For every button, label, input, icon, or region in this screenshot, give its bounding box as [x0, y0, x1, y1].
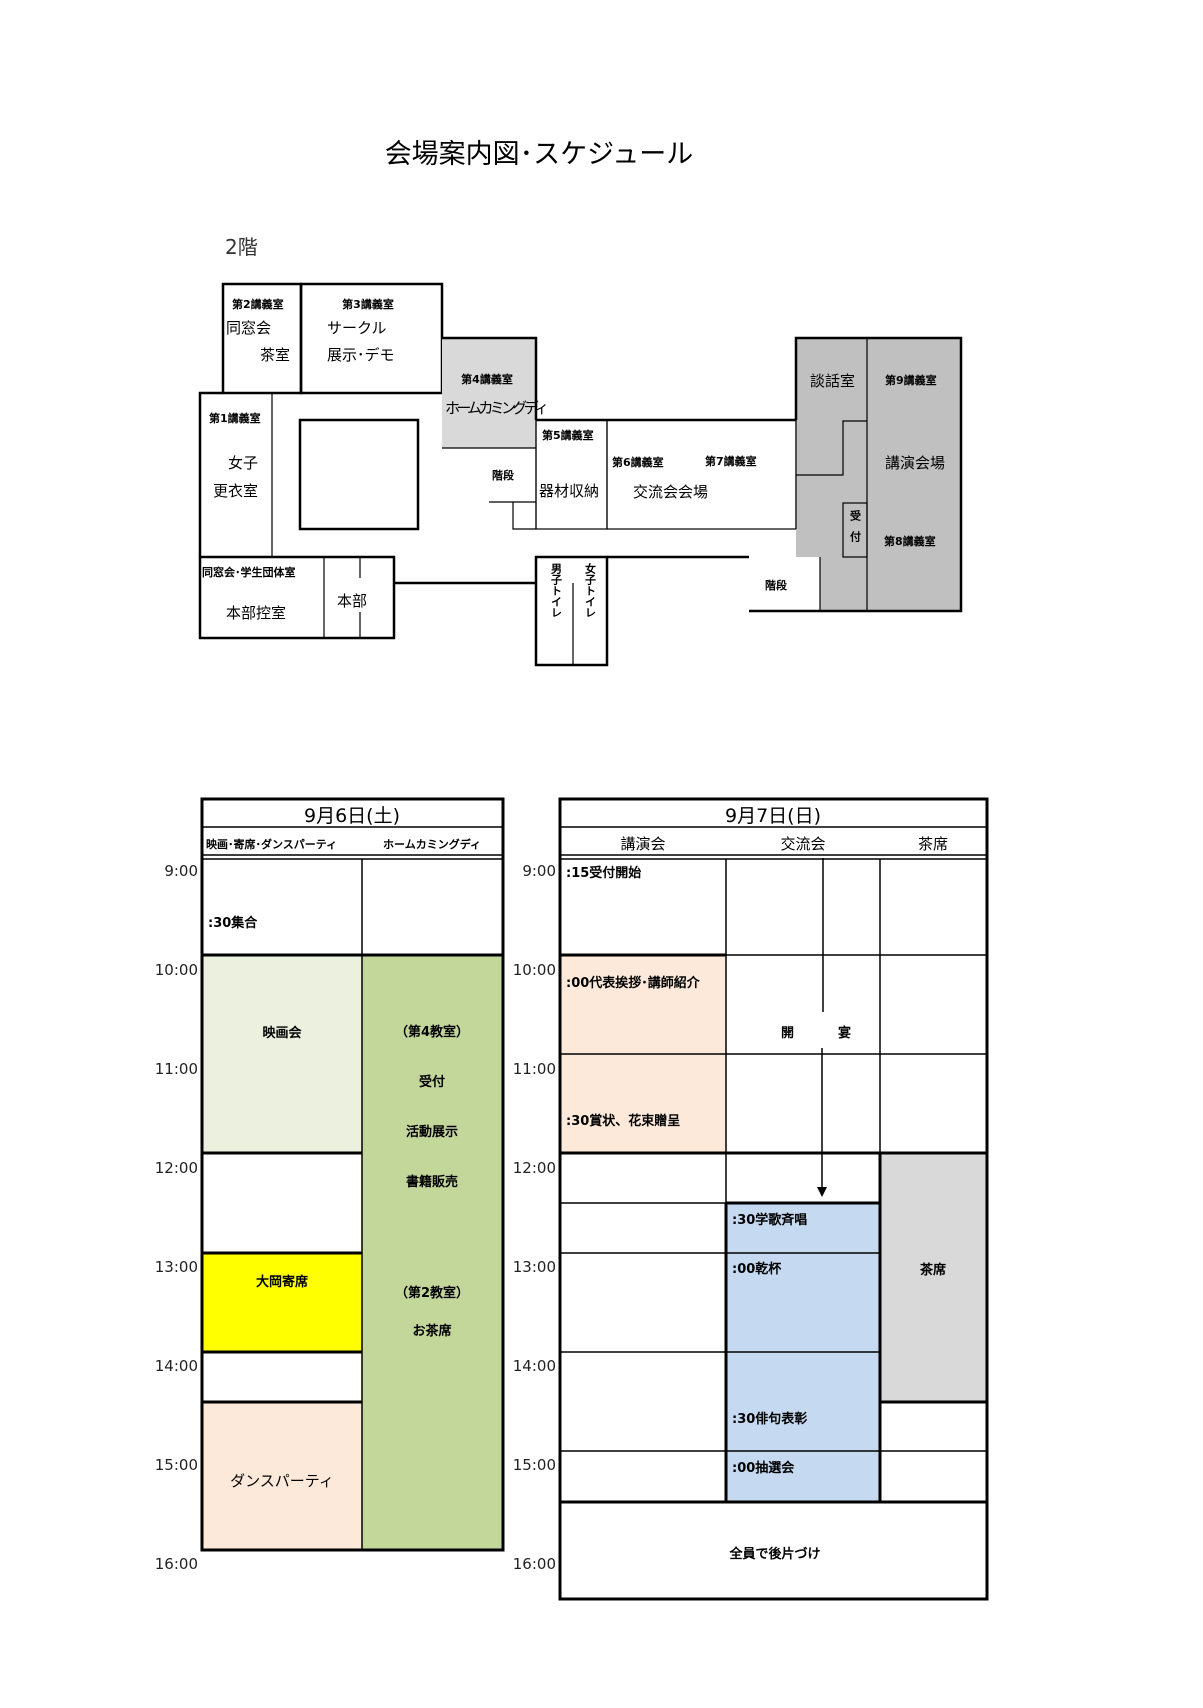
time-label: 10:00 [513, 961, 556, 979]
time-label: 10:00 [155, 961, 198, 979]
room-3-name: 第3講義室 [342, 297, 394, 311]
room-4-line1: ホームカミングディ [445, 399, 549, 417]
hc-room2: （第2教室） [395, 1285, 469, 1301]
room-5-line1: 器材収納 [539, 482, 599, 500]
time-label: 13:00 [155, 1258, 198, 1276]
room-2-line1: 同窓会 [226, 319, 271, 337]
event-gather: :30集合 [208, 915, 258, 931]
time-label: 15:00 [155, 1456, 198, 1474]
day2-col2-header: 交流会 [780, 835, 825, 853]
courtyard [298, 418, 420, 531]
event-reception-open: :15受付開始 [566, 865, 641, 881]
room-6-name: 第6講義室 [612, 455, 664, 469]
exchange-hall-label: 交流会会場 [633, 483, 708, 501]
right-complex [796, 338, 961, 611]
homecoming-block [362, 955, 503, 1550]
office-name: 同窓会･学生団体室 [202, 565, 296, 579]
office-block [198, 555, 396, 640]
day2-time-axis: 9:00 10:00 11:00 12:00 13:00 14:00 15:00… [513, 862, 556, 1573]
room-8-name: 第8講義室 [884, 534, 936, 548]
event-haiku: :30俳句表彰 [732, 1411, 807, 1427]
event-award: :30賞状、花束贈呈 [566, 1113, 680, 1129]
day1-col1-header: 映画･寄席･ダンスパーティ [206, 837, 337, 851]
office-line1: 本部控室 [226, 604, 286, 622]
floor-label: 2階 [225, 235, 258, 259]
time-label: 12:00 [155, 1159, 198, 1177]
day1-frame [200, 797, 505, 1552]
hc-reception: 受付 [419, 1074, 445, 1090]
movie-block [202, 955, 362, 1153]
room-7-name: 第7講義室 [705, 454, 757, 468]
event-open-2: 宴 [838, 1025, 851, 1041]
stairs-right-label: 階段 [765, 578, 787, 592]
time-label: 9:00 [164, 862, 198, 880]
day1-col2-header: ホームカミングディ [383, 837, 481, 851]
room-4-name: 第4講義室 [461, 372, 513, 386]
time-label: 12:00 [513, 1159, 556, 1177]
room-2-name: 第2講義室 [232, 297, 284, 311]
hq-label: 本部 [337, 592, 367, 610]
left-wall [198, 391, 223, 557]
lounge-wall [796, 420, 867, 476]
event-toast: :00乾杯 [732, 1261, 782, 1277]
time-label: 11:00 [155, 1060, 198, 1078]
toilet-men-label: 男子トイレ [550, 563, 563, 618]
hc-room1: （第4教室） [395, 1024, 469, 1040]
wall [749, 336, 963, 613]
event-cleanup: 全員で後片づけ [728, 1546, 820, 1562]
room-1-line2: 更衣室 [213, 482, 258, 500]
event-song: :30学歌斉唱 [732, 1212, 807, 1228]
page-title: 会場案内図･スケジュール [385, 139, 694, 170]
time-label: 14:00 [155, 1357, 198, 1375]
day2-frame [558, 797, 989, 1601]
event-open-1: 開 [781, 1026, 794, 1041]
stairs-line [512, 502, 536, 530]
time-label: 13:00 [513, 1258, 556, 1276]
time-label: 16:00 [513, 1555, 556, 1573]
time-label: 9:00 [522, 862, 556, 880]
day2-header: 9月7日(日) [725, 805, 821, 827]
time-label: 16:00 [155, 1555, 198, 1573]
reception-booth [842, 502, 868, 558]
day2-col1-header: 講演会 [620, 835, 665, 853]
stairs-left-label: 階段 [492, 468, 514, 482]
time-label: 14:00 [513, 1357, 556, 1375]
time-label: 15:00 [513, 1456, 556, 1474]
yose-block [202, 1253, 362, 1352]
lounge-label: 談話室 [810, 372, 855, 390]
room-1-name: 第1講義室 [209, 411, 261, 425]
day1-header: 9月6日(土) [304, 805, 400, 827]
reception-label: 受付 [849, 509, 862, 552]
room-4-wall [442, 336, 538, 420]
room-4 [442, 338, 536, 448]
floor-plan: 第2講義室 同窓会 茶室 第3講義室 サークル 展示･デモ 第4講義室 ホームカ… [198, 282, 963, 667]
event-movie: 映画会 [262, 1025, 302, 1041]
hc-books: 書籍販売 [406, 1174, 458, 1190]
event-greeting: :00代表挨拶･講師紹介 [566, 975, 701, 991]
schedule-day2: 9月7日(日) 講演会 交流会 茶席 :15受付開始 :00代表挨拶･講師紹介 … [513, 797, 989, 1601]
room-1-line1: 女子 [228, 454, 258, 472]
event-lottery: :00抽選会 [732, 1460, 795, 1476]
room-6-7 [606, 419, 797, 530]
schedule-day1: 9月6日(土) 映画･寄席･ダンスパーティ ホームカミングディ :30集合 映画… [155, 797, 505, 1573]
room-3-line2: 展示･デモ [327, 346, 395, 364]
event-tea: 茶席 [920, 1262, 946, 1278]
room-9-name: 第9講義室 [885, 373, 937, 387]
arrow-down-icon [817, 1187, 827, 1197]
day1-time-axis: 9:00 10:00 11:00 12:00 13:00 14:00 15:00… [155, 862, 198, 1573]
time-label: 11:00 [513, 1060, 556, 1078]
dance-block [202, 1402, 362, 1550]
toilet-women-label: 女子トイレ [584, 562, 597, 618]
lecture-hall-label: 講演会場 [885, 454, 945, 472]
event-yose: 大岡寄席 [256, 1274, 308, 1290]
hc-tea: お茶席 [412, 1323, 451, 1339]
room-3-line1: サークル [327, 319, 387, 337]
day2-col3-header: 茶席 [918, 835, 948, 853]
room-2-line2: 茶室 [260, 346, 290, 364]
toilets [534, 555, 609, 667]
event-dance: ダンスパーティ [230, 1472, 334, 1490]
hc-display: 活動展示 [406, 1124, 458, 1140]
tea-block [880, 1153, 987, 1402]
room-5-name: 第5講義室 [542, 428, 594, 442]
